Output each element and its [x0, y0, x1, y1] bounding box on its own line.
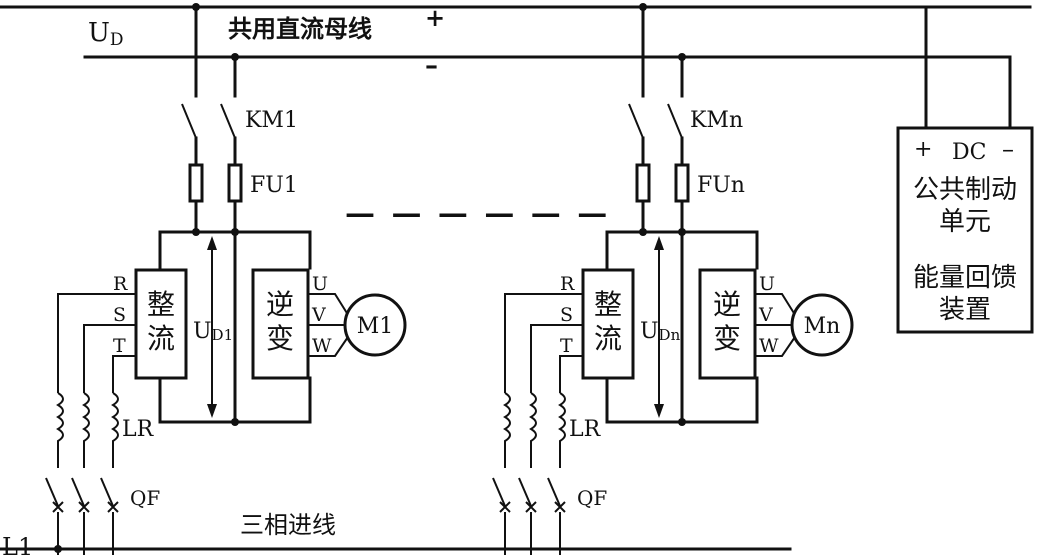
brake-unit-line1: 公共制动 [913, 175, 1017, 205]
drive1-breaker-label: QF [130, 486, 160, 510]
bus-title: 共用直流母线 [228, 15, 372, 43]
brake-unit-line2: 单元 [939, 207, 991, 237]
driven-reactor-label: LR [569, 417, 602, 442]
motor-mn-label: Mn [804, 314, 841, 339]
drive1-rectifier-box [134, 268, 188, 380]
drive1-rectifier-char1: 整 [147, 288, 175, 321]
driven-voltage-label: UDn [640, 319, 681, 344]
contactor-km1-symbol [181, 103, 237, 167]
drive1-wire-s [83, 324, 136, 393]
drive1-rectifier-char2: 流 [147, 322, 175, 355]
drive1-phase-u: U [312, 273, 328, 295]
driven-rectifier-char2: 流 [594, 322, 622, 355]
drive1-neg-junction [231, 53, 239, 61]
motor-m1 [343, 293, 407, 357]
bus-plus-sign: + [425, 3, 445, 32]
driven-reactors [503, 392, 566, 468]
drive1-reactors [56, 392, 119, 468]
common-brake-unit: + DC – 公共制动 单元 能量回馈 装置 [896, 5, 1034, 334]
bus-minus-sign: – [425, 51, 438, 81]
drive1-phase-t: T [113, 335, 126, 357]
drive1-wire-t [112, 355, 136, 393]
motor-m1-label: M1 [357, 314, 394, 339]
drive-n: KMn FUn UDn 整 流 逆 变 R S T U V W Mn [492, 3, 854, 555]
brake-unit-box [896, 126, 1034, 334]
contactor-kmn-label: KMn [690, 108, 743, 133]
three-phase-label: 三相进线 [240, 511, 336, 539]
brake-unit-minus: – [1002, 135, 1014, 163]
drive1-phase-s: S [113, 304, 126, 326]
contactor-kmn-symbol [628, 103, 684, 167]
bus-voltage-label: UD [88, 18, 124, 50]
drive1-pos-junction [192, 3, 200, 11]
driven-inverter-char1: 逆 [713, 288, 741, 321]
driven-rectifier-char1: 整 [594, 288, 622, 321]
driven-phase-r: R [560, 273, 575, 295]
drive1-breakers [45, 477, 119, 555]
driven-inverter-char2: 变 [713, 322, 741, 355]
driven-breaker-label: QF [577, 486, 607, 510]
fuse-fun-a [635, 163, 651, 203]
driven-phase-u: U [759, 273, 775, 295]
drive1-inverter-char1: 逆 [266, 288, 294, 321]
fuse-fun-label: FUn [697, 173, 745, 198]
brake-unit-line3: 能量回馈 [913, 263, 1017, 293]
l1-label: L1 [2, 533, 33, 555]
brake-unit-line4: 装置 [939, 295, 991, 325]
driven-phase-v: V [758, 304, 773, 326]
brake-unit-plus: + [914, 137, 932, 162]
drive1-wire-r [57, 293, 136, 393]
drive1-phase-r: R [113, 273, 128, 295]
drive1-phase-w: W [312, 335, 332, 357]
drive-1: KM1 FU1 UD1 整 流 逆 变 R S T U V W [45, 3, 407, 555]
dash-separator: — — — — — — [345, 196, 610, 231]
driven-inverter-box [698, 268, 757, 380]
drive1-phase-v: V [311, 304, 326, 326]
brake-unit-dc: DC [952, 140, 986, 165]
drive1-voltage-label: UD1 [193, 319, 233, 344]
motor-mn [790, 293, 854, 357]
driven-phase-t: T [560, 335, 573, 357]
fuse-fu1-b [227, 163, 243, 203]
driven-phase-s: S [560, 304, 573, 326]
driven-breakers [492, 477, 566, 555]
drive1-inverter-box [251, 268, 310, 380]
contactor-km1-label: KM1 [245, 108, 298, 133]
driven-phase-w: W [759, 335, 779, 357]
drive1-reactor-label: LR [122, 417, 155, 442]
fuse-fun-b [674, 163, 690, 203]
fuse-fu1-label: FU1 [250, 173, 298, 198]
fuse-fu1-a [188, 163, 204, 203]
drive1-inverter-char2: 变 [266, 322, 294, 355]
